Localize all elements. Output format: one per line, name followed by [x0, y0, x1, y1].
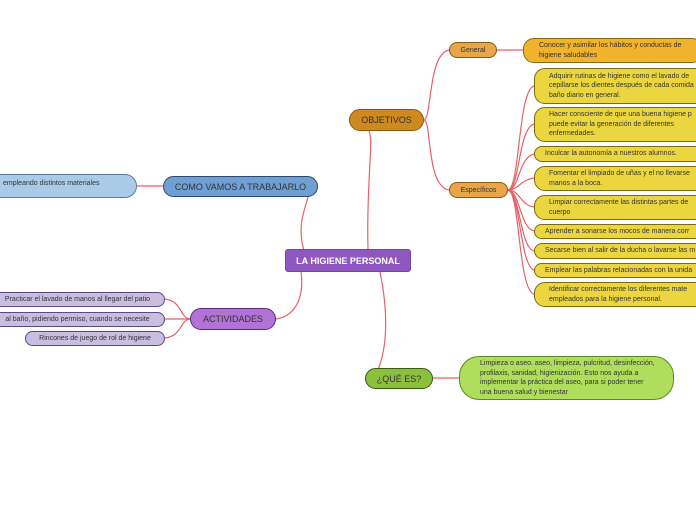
specific-objective-item[interactable]: Aprender a sonarse los mocos de manera c…	[534, 224, 696, 239]
specific-objective-item[interactable]: Emplear las palabras relacionadas con la…	[534, 263, 696, 278]
specific-objective-label: Identificar correctamente los diferentes…	[549, 286, 688, 303]
specific-objective-item[interactable]: Inculcar la autonomía a nuestros alumnos…	[534, 146, 696, 162]
specific-objective-label: Emplear las palabras relacionadas con la…	[545, 266, 693, 274]
subtopic-general-label: General	[460, 46, 486, 54]
activity-label: Practicar el lavado de manos al llegar d…	[4, 295, 151, 303]
branch-que-es[interactable]: ¿QUÉ ES?	[365, 368, 433, 389]
specific-objective-item[interactable]: Adquirir rutinas de higiene como el lava…	[534, 68, 696, 104]
como-method-label: empleando distintos materiales	[3, 180, 100, 187]
specific-objective-label: Adquirir rutinas de higiene como el lava…	[549, 72, 694, 99]
specific-objective-label: Inculcar la autonomía a nuestros alumnos…	[545, 150, 677, 158]
branch-objetivos-label: OBJETIVOS	[361, 115, 412, 125]
specific-objective-label: Hacer consciente de que una buena higien…	[549, 111, 692, 138]
branch-actividades-label: ACTIVIDADES	[202, 314, 263, 324]
specific-objective-label: Limpiar correctamente las distintas part…	[549, 199, 689, 216]
general-objective-label: Conocer y asimilar los hábitos y conduct…	[539, 42, 682, 59]
branch-como-vamos-a-trabajarlo[interactable]: COMO VAMOS A TRABAJARLO	[163, 176, 318, 197]
activity-item[interactable]: Practicar el lavado de manos al llegar d…	[0, 292, 165, 307]
subtopic-especificos-label: Específicos	[460, 186, 497, 194]
specific-objective-label: Fomentar el limpiado de uñas y el no lle…	[549, 170, 690, 187]
branch-objetivos[interactable]: OBJETIVOS	[349, 109, 424, 131]
specific-objective-item[interactable]: Identificar correctamente los diferentes…	[534, 282, 696, 307]
activity-label: Rincones de juego de rol de higiene	[39, 334, 151, 342]
activity-item[interactable]: al baño, pidiendo permiso, cuando se nec…	[0, 312, 165, 327]
specific-objective-item[interactable]: Limpiar correctamente las distintas part…	[534, 195, 696, 220]
que-es-definition[interactable]: Limpieza o aseo. aseo, limpieza, pulcrit…	[459, 356, 674, 400]
general-objective-text[interactable]: Conocer y asimilar los hábitos y conduct…	[523, 38, 696, 63]
branch-actividades[interactable]: ACTIVIDADES	[190, 308, 276, 330]
branch-como-label: COMO VAMOS A TRABAJARLO	[174, 181, 307, 192]
specific-objective-label: Aprender a sonarse los mocos de manera c…	[545, 227, 690, 235]
subtopic-general[interactable]: General	[449, 42, 497, 58]
como-method-text[interactable]: empleando distintos materiales	[0, 174, 137, 198]
specific-objective-item[interactable]: Hacer consciente de que una buena higien…	[534, 107, 696, 142]
subtopic-especificos[interactable]: Específicos	[449, 182, 508, 198]
activity-label: al baño, pidiendo permiso, cuando se nec…	[5, 315, 150, 323]
specific-objective-item[interactable]: Fomentar el limpiado de uñas y el no lle…	[534, 166, 696, 191]
central-topic[interactable]: LA HIGIENE PERSONAL	[285, 249, 411, 272]
branch-que-es-label: ¿QUÉ ES?	[376, 373, 422, 384]
activity-item[interactable]: Rincones de juego de rol de higiene	[25, 331, 165, 346]
specific-objective-label: Secarse bien al salir de la ducha o lava…	[545, 247, 696, 255]
central-topic-label: LA HIGIENE PERSONAL	[296, 255, 400, 266]
que-es-definition-text: Limpieza o aseo. aseo, limpieza, pulcrit…	[480, 360, 655, 396]
specific-objective-item[interactable]: Secarse bien al salir de la ducha o lava…	[534, 243, 696, 259]
